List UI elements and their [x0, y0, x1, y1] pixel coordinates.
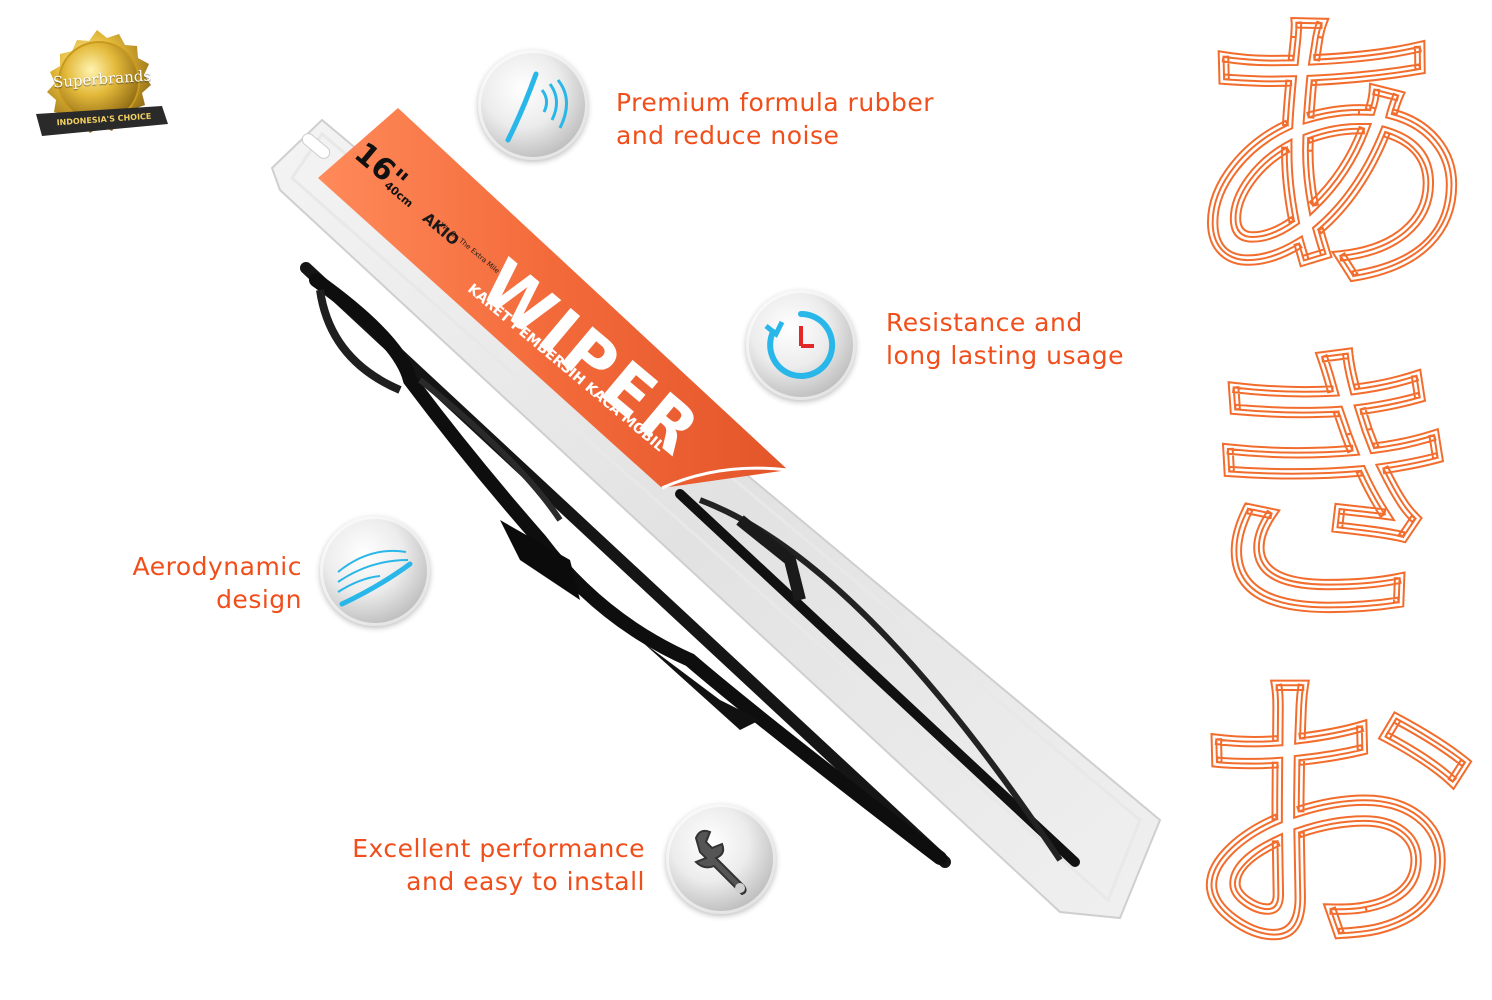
feature-rubber-line1: Premium formula rubber	[616, 88, 935, 117]
feature-icon-aerodynamic	[320, 516, 430, 626]
kana-ki: き	[1179, 315, 1481, 664]
feature-install-line2: and easy to install	[406, 867, 645, 896]
feature-rubber-line2: and reduce noise	[616, 121, 840, 150]
superbrands-badge: Superbrands INDONESIA'S CHOICE	[22, 26, 172, 156]
clock-icon	[764, 310, 836, 379]
feature-text-aerodynamic: Aerodynamic design	[80, 550, 302, 616]
kana-o: お	[1179, 647, 1481, 996]
feature-aero-line1: Aerodynamic	[132, 552, 302, 581]
feature-text-rubber: Premium formula rubber and reduce noise	[616, 86, 934, 152]
feature-icon-install	[666, 804, 776, 914]
feature-icon-rubber	[478, 50, 588, 160]
wiper-wave-icon	[505, 71, 568, 143]
feature-durability-line2: long lasting usage	[886, 341, 1125, 370]
airflow-icon	[337, 549, 413, 607]
feature-text-install: Excellent performance and easy to instal…	[300, 832, 645, 898]
kana-a: あ	[1179, 0, 1481, 332]
seal-icon	[36, 30, 168, 136]
feature-text-durability: Resistance and long lasting usage	[886, 306, 1124, 372]
feature-aero-line2: design	[216, 585, 302, 614]
feature-icon-durability	[746, 290, 856, 400]
wrench-icon	[694, 829, 747, 896]
feature-install-line1: Excellent performance	[352, 834, 645, 863]
feature-durability-line1: Resistance and	[886, 308, 1083, 337]
